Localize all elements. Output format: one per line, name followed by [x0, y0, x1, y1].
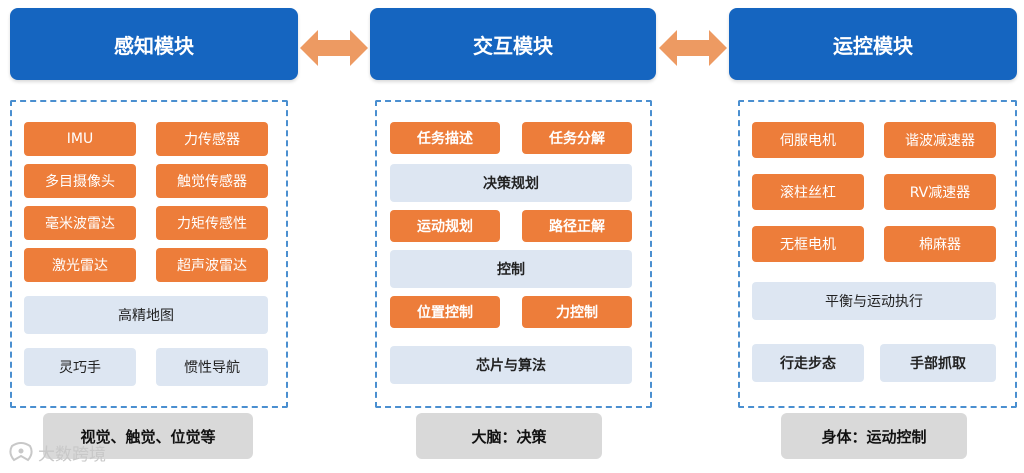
interaction-module-header: 交互模块	[370, 8, 656, 80]
watermark-logo-icon	[9, 441, 33, 461]
hd-map-box: 高精地图	[24, 296, 268, 334]
control-box: 控制	[390, 250, 632, 288]
interaction-item: 任务描述	[390, 122, 500, 154]
watermark: 大数跨境	[8, 440, 106, 465]
dexterous-hand-box: 灵巧手	[24, 348, 136, 386]
walking-gait-box: 行走步态	[752, 344, 864, 382]
motion-item: 伺服电机	[752, 122, 864, 158]
perception-item: 力传感器	[156, 122, 268, 156]
motion-footer: 身体：运动控制	[781, 413, 967, 459]
motion-item: 谐波减速器	[884, 122, 996, 158]
perception-item: 激光雷达	[24, 248, 136, 282]
motion-module-header: 运控模块	[729, 8, 1017, 80]
perception-item: 超声波雷达	[156, 248, 268, 282]
hand-grasp-box: 手部抓取	[880, 344, 996, 382]
motion-item: RV减速器	[884, 174, 996, 210]
inertial-navigation-box: 惯性导航	[156, 348, 268, 386]
motion-panel	[738, 100, 1017, 408]
double-arrow-icon	[659, 30, 727, 66]
perception-panel	[10, 100, 288, 408]
balance-motion-box: 平衡与运动执行	[752, 282, 996, 320]
interaction-panel	[375, 100, 652, 408]
interaction-item: 力控制	[522, 296, 632, 328]
interaction-footer: 大脑：决策	[416, 413, 602, 459]
interaction-item: 运动规划	[390, 210, 500, 242]
chip-algorithm-box: 芯片与算法	[390, 346, 632, 384]
motion-item: 棉麻器	[884, 226, 996, 262]
perception-footer: 视觉、触觉、位觉等	[43, 413, 253, 459]
perception-item: 力矩传感性	[156, 206, 268, 240]
perception-item: 毫米波雷达	[24, 206, 136, 240]
motion-item: 滚柱丝杠	[752, 174, 864, 210]
interaction-item: 路径正解	[522, 210, 632, 242]
watermark-text: 大数跨境	[38, 445, 106, 465]
perception-module-header: 感知模块	[10, 8, 298, 80]
interaction-item: 位置控制	[390, 296, 500, 328]
perception-item: IMU	[24, 122, 136, 156]
interaction-item: 任务分解	[522, 122, 632, 154]
motion-item: 无框电机	[752, 226, 864, 262]
double-arrow-icon	[300, 30, 368, 66]
perception-item: 多目摄像头	[24, 164, 136, 198]
perception-item: 触觉传感器	[156, 164, 268, 198]
decision-planning-box: 决策规划	[390, 164, 632, 202]
